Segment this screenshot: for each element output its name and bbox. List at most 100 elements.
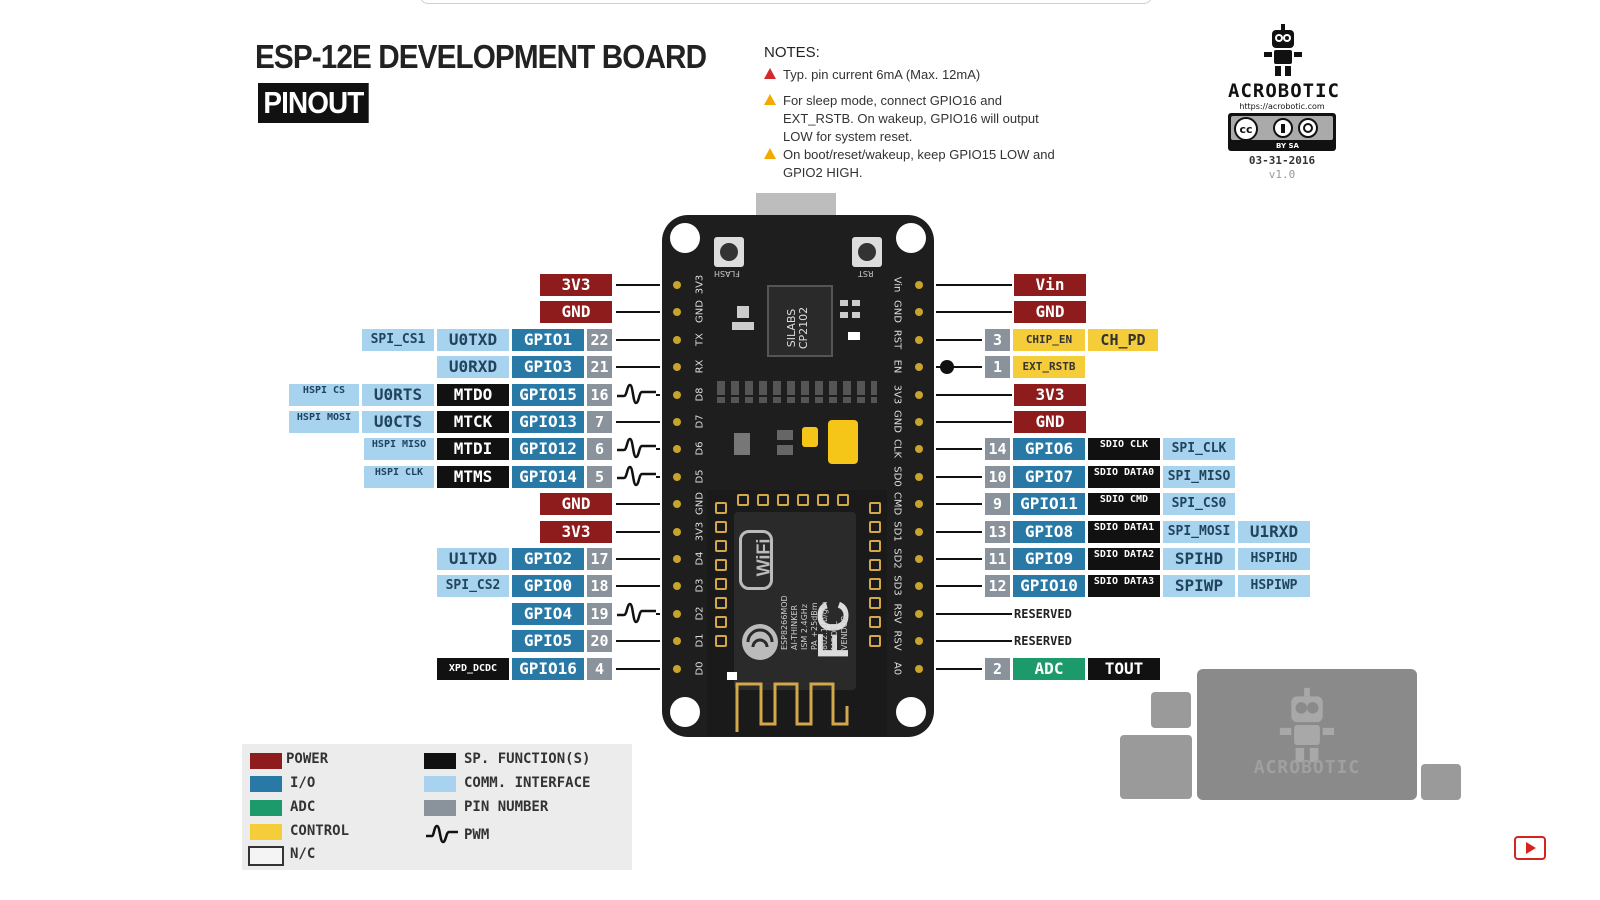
pin-label-num: 2 <box>985 657 1010 680</box>
module-pad <box>715 521 727 533</box>
pin-label-io: GPIO4 <box>512 602 584 625</box>
pin-label-sp: SDIO DATA2 <box>1088 548 1160 570</box>
pin-label-sp: SDIO DATA1 <box>1088 520 1160 543</box>
pin-wire <box>616 530 660 533</box>
pin-label-io: GPIO12 <box>512 438 584 461</box>
module-pad <box>797 494 809 506</box>
pin-label-comm: SPI_CS2 <box>437 575 509 598</box>
rst-button[interactable] <box>852 237 882 267</box>
module-pad <box>817 494 829 506</box>
pin-label-sp: SDIO DATA3 <box>1088 575 1160 598</box>
pin-label-num: 20 <box>587 630 612 653</box>
pin-wire <box>616 366 660 369</box>
legend-label: PIN NUMBER <box>464 799 549 815</box>
svg-text:cc: cc <box>1239 123 1252 136</box>
flash-button[interactable] <box>714 237 744 267</box>
pin-label-io: GPIO8 <box>1013 520 1085 543</box>
pin-label-sp: SDIO CMD <box>1088 493 1160 516</box>
smd-part <box>777 430 793 440</box>
module-pad <box>715 502 727 514</box>
play-button[interactable] <box>1514 836 1546 860</box>
header-pin <box>673 609 681 618</box>
pin-wire <box>616 503 660 506</box>
smd-part <box>732 322 754 330</box>
pin-label-num: 11 <box>985 548 1010 570</box>
pin-label-power: GND <box>1014 411 1086 433</box>
rst-label: RST <box>858 269 874 278</box>
header-pin <box>673 527 681 536</box>
pin-label-io: GPIO15 <box>512 383 584 406</box>
legend-swatch-pin-number <box>424 800 456 816</box>
pin-label-sp: XPD_DCDC <box>437 657 509 680</box>
pin-label-ctrl: CHIP_EN <box>1013 328 1085 351</box>
pin-wire <box>616 311 660 314</box>
pin-label-comm: SPI_MOSI <box>1163 520 1235 543</box>
pin-label-comm: U0RTS <box>362 383 434 406</box>
robot-watermark-icon <box>1279 687 1335 763</box>
logo-url: https://acrobotic.com <box>1239 102 1325 111</box>
module-text: ISM 2.4GHz <box>800 603 809 650</box>
module-pad <box>715 559 727 571</box>
pin-wire <box>616 667 660 670</box>
pin-label-num: 16 <box>587 383 612 406</box>
header-pin <box>673 281 681 289</box>
pin-label-sp: SDIO DATA0 <box>1088 465 1160 488</box>
pin-label-num: 19 <box>587 602 612 625</box>
pin-label-io: GPIO6 <box>1013 438 1085 461</box>
decor-block <box>1421 764 1461 800</box>
module-pad <box>869 559 881 571</box>
pin-label-ctrl: CH_PD <box>1088 328 1158 351</box>
warning-icon <box>764 94 776 105</box>
cc-icon: cc <box>1231 116 1333 141</box>
module-pad <box>757 494 769 506</box>
pcb-antenna-icon <box>735 682 849 732</box>
pin-label-num: 18 <box>587 575 612 598</box>
header-pin <box>673 637 681 646</box>
pin-label-num: 5 <box>587 465 612 488</box>
header-pin <box>915 445 923 454</box>
pin-label-num: 9 <box>985 493 1010 516</box>
module-pad <box>737 494 749 506</box>
module-pad <box>715 540 727 552</box>
notes-heading: NOTES: <box>764 44 820 61</box>
pin-wire <box>936 530 982 533</box>
header-pin <box>915 637 923 646</box>
legend-swatch-control <box>250 824 282 840</box>
decor-block <box>1151 692 1191 728</box>
pin-label-sp: MTCK <box>437 411 509 433</box>
pin-label-comm: U0CTS <box>362 411 434 433</box>
page-subtitle: PINOUT <box>258 83 369 123</box>
legend-swatch-io <box>250 776 282 792</box>
smd-part <box>840 300 860 306</box>
smd-row <box>717 397 877 403</box>
pin-label-comm: HSPI CS <box>289 383 359 406</box>
pin-label-comm: SPI_CS1 <box>362 328 434 351</box>
pin-label-num: 3 <box>985 328 1010 351</box>
pin-wire <box>616 338 660 341</box>
pin-label-sp: MTDI <box>437 438 509 461</box>
pwm-icon <box>616 601 656 624</box>
header-pin-label: A0 <box>891 661 903 675</box>
pin-wire <box>936 366 982 369</box>
pin-label-comm: HSPI CLK <box>364 465 434 488</box>
pin-label-sp: SDIO CLK <box>1088 438 1160 461</box>
pin-label-power: GND <box>1014 301 1086 324</box>
pin-wire <box>616 640 660 643</box>
pin-label-num: 12 <box>985 575 1010 598</box>
header-pin <box>915 335 923 344</box>
legend-swatch-sp-function <box>424 753 456 769</box>
pwm-icon <box>616 382 656 405</box>
wifi-logo: WiFi <box>739 530 773 590</box>
pin-label-num: 17 <box>587 548 612 570</box>
header-pin <box>673 418 681 426</box>
watermark-brand: ACROBOTIC <box>1253 757 1361 778</box>
pwm-icon <box>616 437 656 460</box>
header-pin <box>915 418 923 426</box>
module-text: MODEL <box>830 621 839 650</box>
legend-label: N/C <box>290 846 316 862</box>
pin-wire <box>936 421 1012 423</box>
pin-label-io: GPIO11 <box>1013 493 1085 516</box>
legend-label: I/O <box>290 775 316 791</box>
header-pin <box>673 664 681 673</box>
